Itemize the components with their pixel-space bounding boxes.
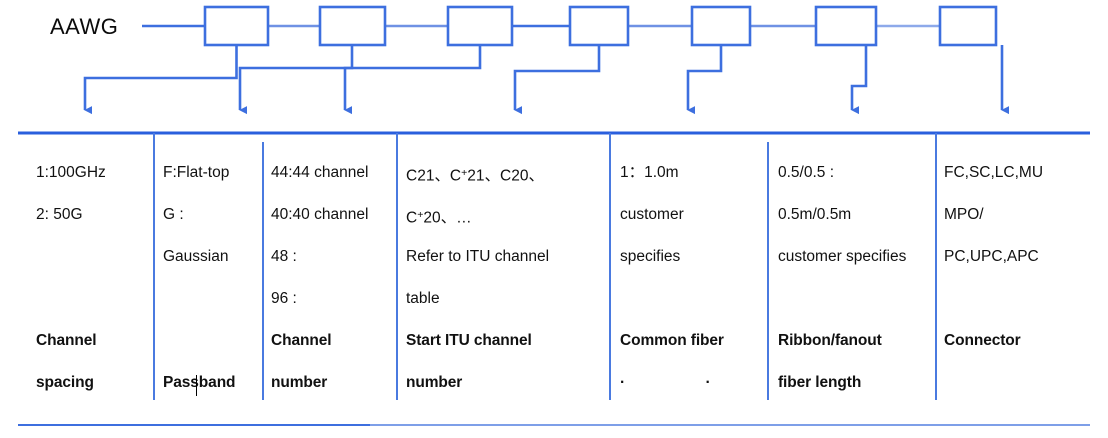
drop-connector-4: [513, 45, 601, 115]
cell-value: 0.5/0.5 :: [778, 164, 835, 181]
cell-value: C21、C+21、C20、: [406, 167, 544, 185]
cell-value: 1：1.0m: [620, 164, 679, 181]
cell-value: 96 :: [271, 290, 297, 307]
column-ribbon-fanout-fiber-length: 0.5/0.5 : 0.5m/0.5m customer specifies R…: [778, 130, 938, 400]
drop-connector-5: [686, 45, 723, 115]
bottom-rule-left: [18, 424, 370, 426]
flow-box-3: [446, 5, 514, 47]
cell-value: C+20、…: [406, 209, 472, 227]
column-passband: F:Flat-top G : Gaussian Passband: [163, 130, 259, 400]
drop-connector-1: [83, 45, 238, 115]
column-channel-number: 44:44 channel 40:40 channel 48 : 96 : Ch…: [271, 130, 395, 400]
cell-value: 48 :: [271, 248, 297, 265]
cell-value: F:Flat-top: [163, 164, 230, 181]
cell-value: Refer to ITU channel: [406, 248, 550, 265]
flow-box-7: [938, 5, 998, 47]
column-heading: Common fiber: [620, 332, 724, 349]
cell-value: MPO/: [944, 206, 984, 223]
flow-box-6: [814, 5, 878, 47]
cell-value: table: [406, 290, 440, 307]
cell-value: specifies: [620, 248, 681, 265]
drop-connector-6: [850, 45, 868, 115]
column-start-itu-channel-number: C21、C+21、C20、 C+20、… Refer to ITU channe…: [406, 130, 606, 400]
column-heading: fiber length: [778, 374, 862, 391]
text-caret: [196, 375, 197, 396]
flow-diagram: AAWG: [0, 0, 1108, 132]
drop-connector-2: [238, 45, 354, 115]
column-heading: Channel: [271, 332, 332, 349]
flow-box-4: [568, 5, 630, 47]
flow-box-5: [690, 5, 752, 47]
flow-box-2: [318, 5, 387, 47]
cell-value: customer: [620, 206, 684, 223]
cell-value: 1:100GHz: [36, 164, 106, 181]
column-heading: number: [406, 374, 463, 391]
cell-value: 2: 50G: [36, 206, 83, 223]
bottom-rule-right: [370, 424, 1090, 426]
cell-value: customer specifies: [778, 248, 907, 265]
column-heading: Channel: [36, 332, 97, 349]
cell-value: PC,UPC,APC: [944, 248, 1039, 265]
cell-value: 0.5m/0.5m: [778, 206, 852, 223]
cell-value: FC,SC,LC,MU: [944, 164, 1044, 181]
column-heading: · ·: [620, 374, 749, 391]
column-connector: FC,SC,LC,MU MPO/ PC,UPC,APC Connector: [944, 130, 1104, 400]
cell-value: 40:40 channel: [271, 206, 369, 223]
cell-value: 44:44 channel: [271, 164, 369, 181]
column-common-fiber: 1：1.0m customer specifies Common fiber ·…: [620, 130, 766, 400]
column-heading: Ribbon/fanout: [778, 332, 882, 349]
table-rules: [18, 131, 1090, 400]
column-heading: number: [271, 374, 328, 391]
column-heading: spacing: [36, 374, 94, 391]
flow-diagram-svg: [83, 5, 1009, 115]
aawg-label: AAWG: [50, 14, 119, 39]
cell-value: Gaussian: [163, 248, 229, 265]
spec-table: 1:100GHz 2: 50G Channel spacing F:Flat-t…: [0, 130, 1108, 400]
column-heading: Passband: [163, 374, 236, 391]
drop-connector-3: [343, 45, 482, 115]
column-heading: Start ITU channel: [406, 332, 532, 349]
column-channel-spacing: 1:100GHz 2: 50G Channel spacing: [36, 130, 151, 400]
cell-value: G :: [163, 206, 184, 223]
flow-box-1: [203, 5, 270, 47]
column-heading: Connector: [944, 332, 1021, 349]
